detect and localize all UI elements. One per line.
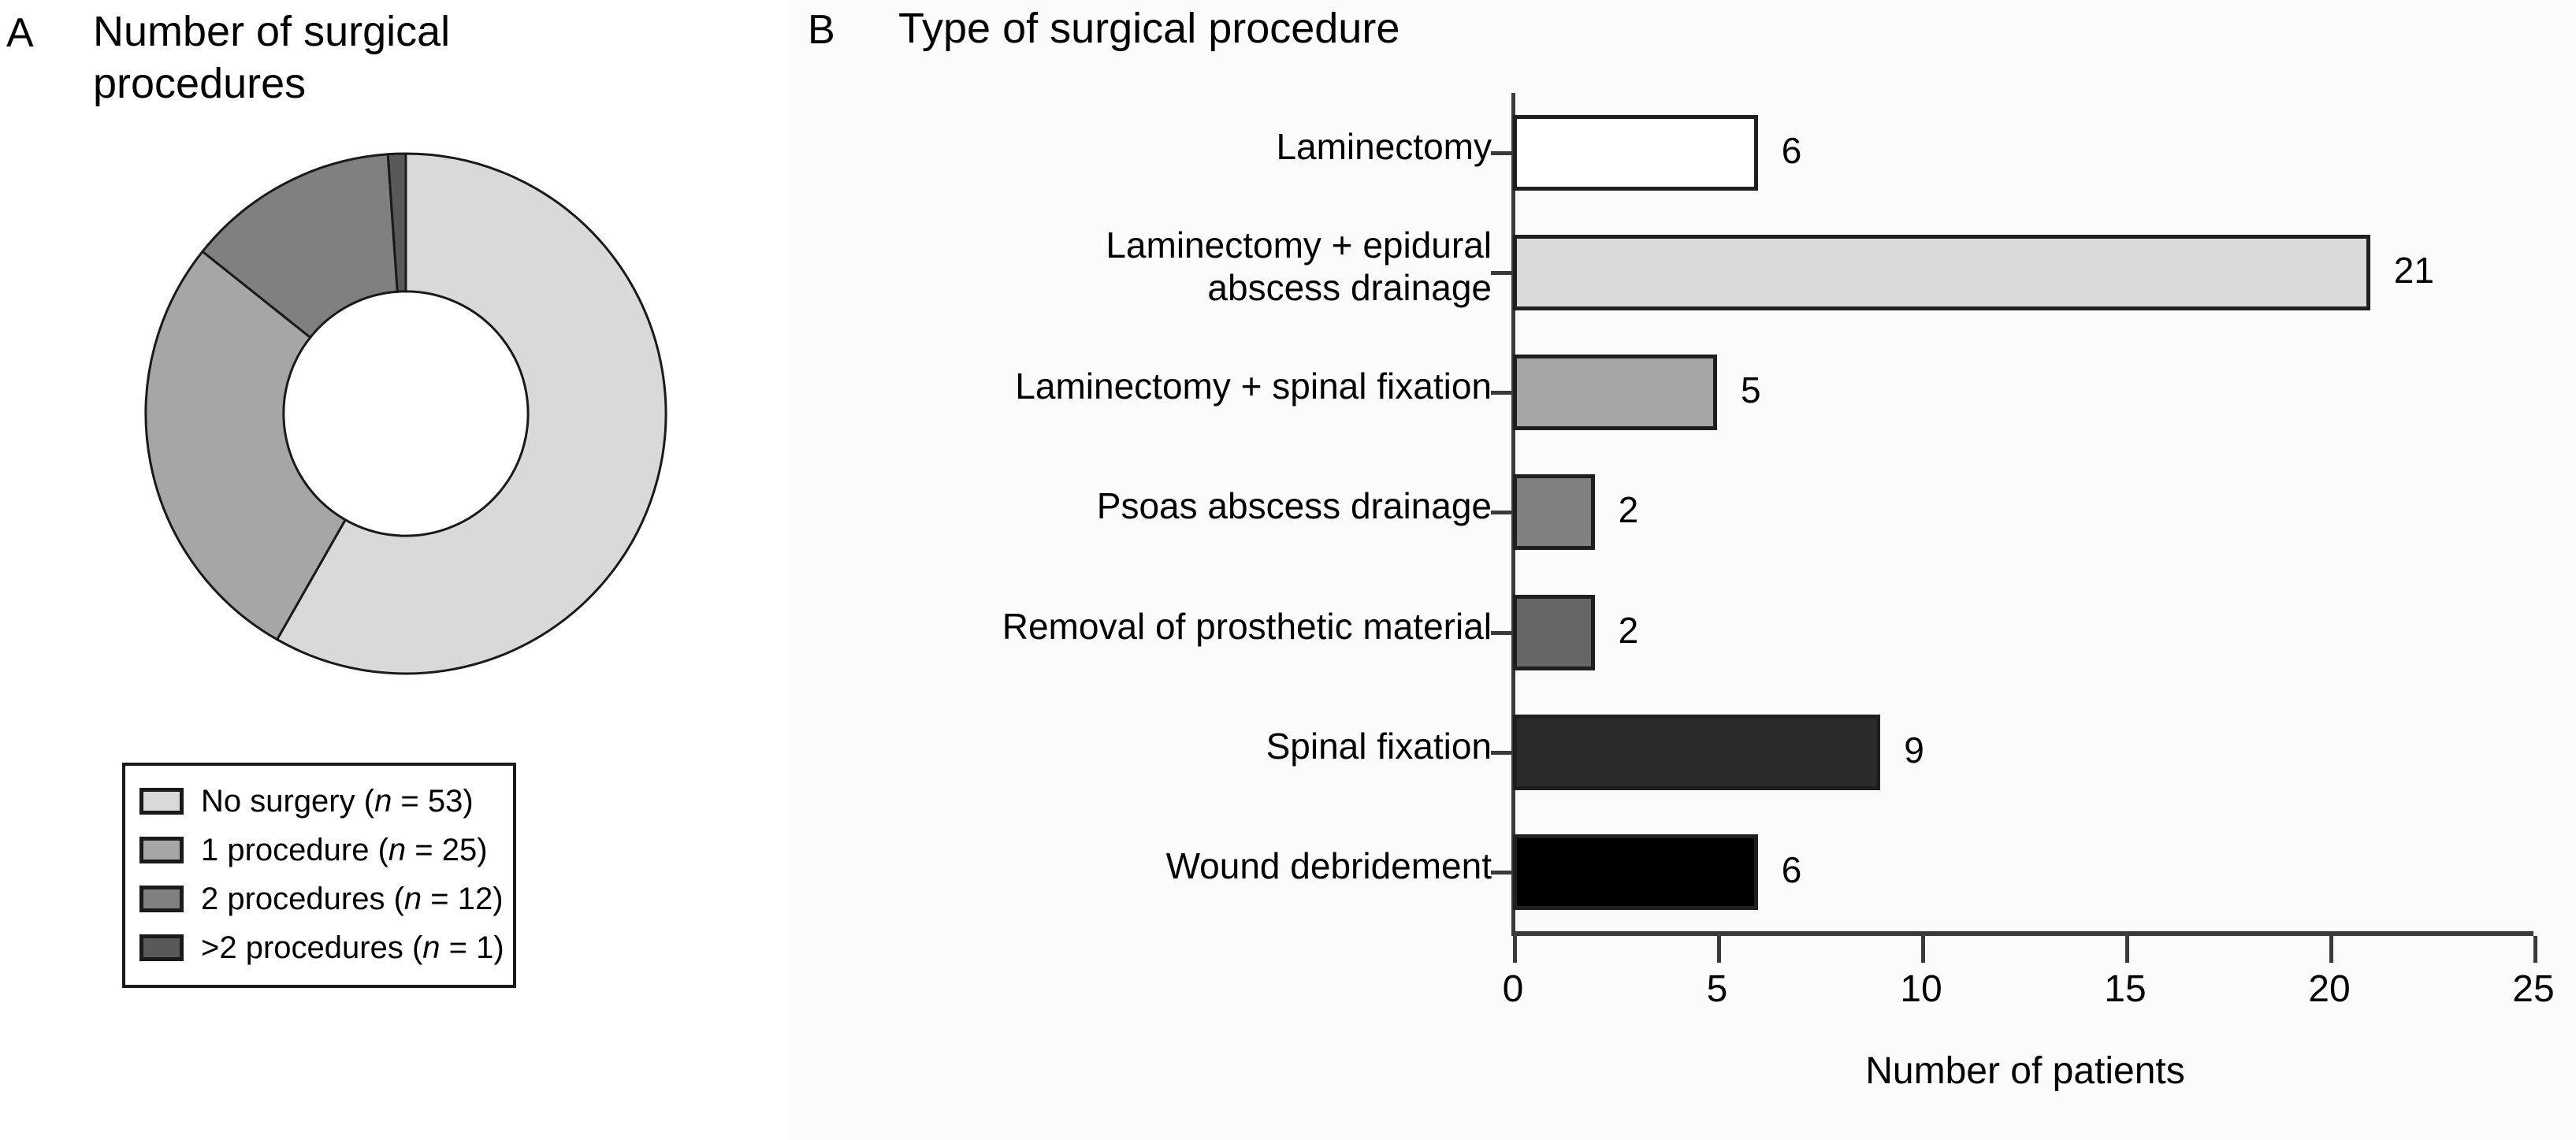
- bar-row: Laminectomy + spinal fixation 5: [1015, 332, 2533, 452]
- y-axis-tick: [1491, 870, 1513, 874]
- x-axis-tick: [1921, 936, 1925, 963]
- legend-item-more-than-2-procedures: >2 procedures (n = 1): [139, 923, 504, 972]
- bar: [1513, 834, 1758, 910]
- donut-slice-2-procedures: [386, 152, 407, 293]
- bar-row: Wound debridement 6: [1166, 812, 2533, 932]
- legend-label-1-procedure: 1 procedure (n = 25): [201, 832, 488, 867]
- legend-swatch-2-procedures: [139, 886, 184, 912]
- bar-row: Laminectomy 6: [1276, 93, 2533, 213]
- bar: [1513, 474, 1595, 551]
- panel-a-letter: A: [6, 10, 34, 56]
- legend-swatch-more-than-2-procedures: [139, 934, 184, 961]
- bar-category-label: Removal of prosthetic material: [1002, 605, 1492, 647]
- x-axis-tick: [2329, 936, 2333, 963]
- x-axis-tick-label: 10: [1900, 968, 1942, 1010]
- x-axis-tick: [2533, 936, 2537, 963]
- bar-row: Psoas abscess drainage 2: [1097, 452, 2533, 572]
- bar-category-label: Laminectomy + spinal fixation: [1015, 366, 1492, 407]
- donut-slice-2-procedures: [200, 153, 399, 340]
- bar-value-label: 6: [1781, 130, 1802, 172]
- bar-row: Laminectomy + epidural abscess drainage 2…: [1106, 213, 2533, 332]
- bar-category-label: Laminectomy + epidural abscess drainage: [1106, 225, 1492, 309]
- panel-a: A Number of surgical procedures No surge…: [0, 0, 788, 1140]
- legend-label-no-surgery: No surgery (n = 53): [201, 783, 474, 819]
- donut-chart-svg: [144, 152, 667, 675]
- bar-category-label: Spinal fixation: [1266, 725, 1492, 767]
- legend-item-2-procedures: 2 procedures (n = 12): [139, 874, 504, 923]
- bar-value-label: 9: [1904, 729, 1924, 771]
- bar-category-label: Psoas abscess drainage: [1096, 485, 1492, 527]
- bar: [1513, 714, 1881, 790]
- bar-value-label: 2: [1618, 609, 1639, 651]
- y-axis-tick: [1491, 630, 1513, 635]
- panel-a-legend: No surgery (n = 53) 1 procedure (n = 25)…: [122, 763, 516, 988]
- x-axis-line: [1511, 931, 2533, 936]
- legend-swatch-1-procedure: [139, 837, 184, 863]
- x-axis-tick-label: 5: [1706, 968, 1728, 1010]
- x-axis-tick-label: 0: [1502, 968, 1524, 1010]
- panel-b-letter: B: [808, 7, 835, 53]
- bar-row: Removal of prosthetic material 2: [1002, 573, 2533, 693]
- legend-item-no-surgery: No surgery (n = 53): [139, 777, 504, 826]
- bar-value-label: 6: [1781, 849, 1802, 890]
- y-axis-tick: [1491, 151, 1513, 156]
- bar: [1513, 355, 1717, 431]
- panel-b-title: Type of surgical procedure: [898, 5, 1400, 52]
- bar-row: Spinal fixation 9: [1266, 693, 2533, 812]
- y-axis-tick: [1491, 511, 1513, 515]
- bar: [1513, 594, 1595, 670]
- y-axis-tick: [1491, 271, 1513, 276]
- donut-slice-1-procedure: [144, 250, 348, 641]
- x-axis-tick-label: 15: [2104, 968, 2147, 1010]
- bar-category-label: Laminectomy: [1276, 126, 1492, 168]
- panel-a-title: Number of surgical procedures: [93, 8, 451, 107]
- bar-category-label: Wound debridement: [1165, 845, 1492, 886]
- legend-label-2-procedures: 2 procedures (n = 12): [201, 881, 504, 916]
- x-axis-tick-label: 25: [2512, 968, 2555, 1010]
- legend-item-1-procedure: 1 procedure (n = 25): [139, 826, 504, 874]
- x-axis-tick-label: 20: [2308, 968, 2351, 1010]
- y-axis-tick: [1491, 750, 1513, 755]
- donut-chart: [138, 146, 674, 681]
- x-axis-tick: [1513, 936, 1517, 963]
- x-axis-tick: [1717, 936, 1721, 963]
- legend-swatch-no-surgery: [139, 788, 184, 815]
- bar: [1513, 115, 1758, 191]
- x-axis-title: Number of patients: [1865, 1050, 2185, 1092]
- bar: [1513, 235, 2370, 311]
- bar-value-label: 2: [1618, 489, 1639, 531]
- legend-label-more-than-2-procedures: >2 procedures (n = 1): [201, 930, 504, 965]
- bar-value-label: 21: [2393, 250, 2434, 291]
- y-axis-tick: [1491, 391, 1513, 395]
- donut-slice-no-surgery: [275, 152, 667, 675]
- bar-value-label: 5: [1741, 369, 1761, 411]
- x-axis-tick: [2125, 936, 2129, 963]
